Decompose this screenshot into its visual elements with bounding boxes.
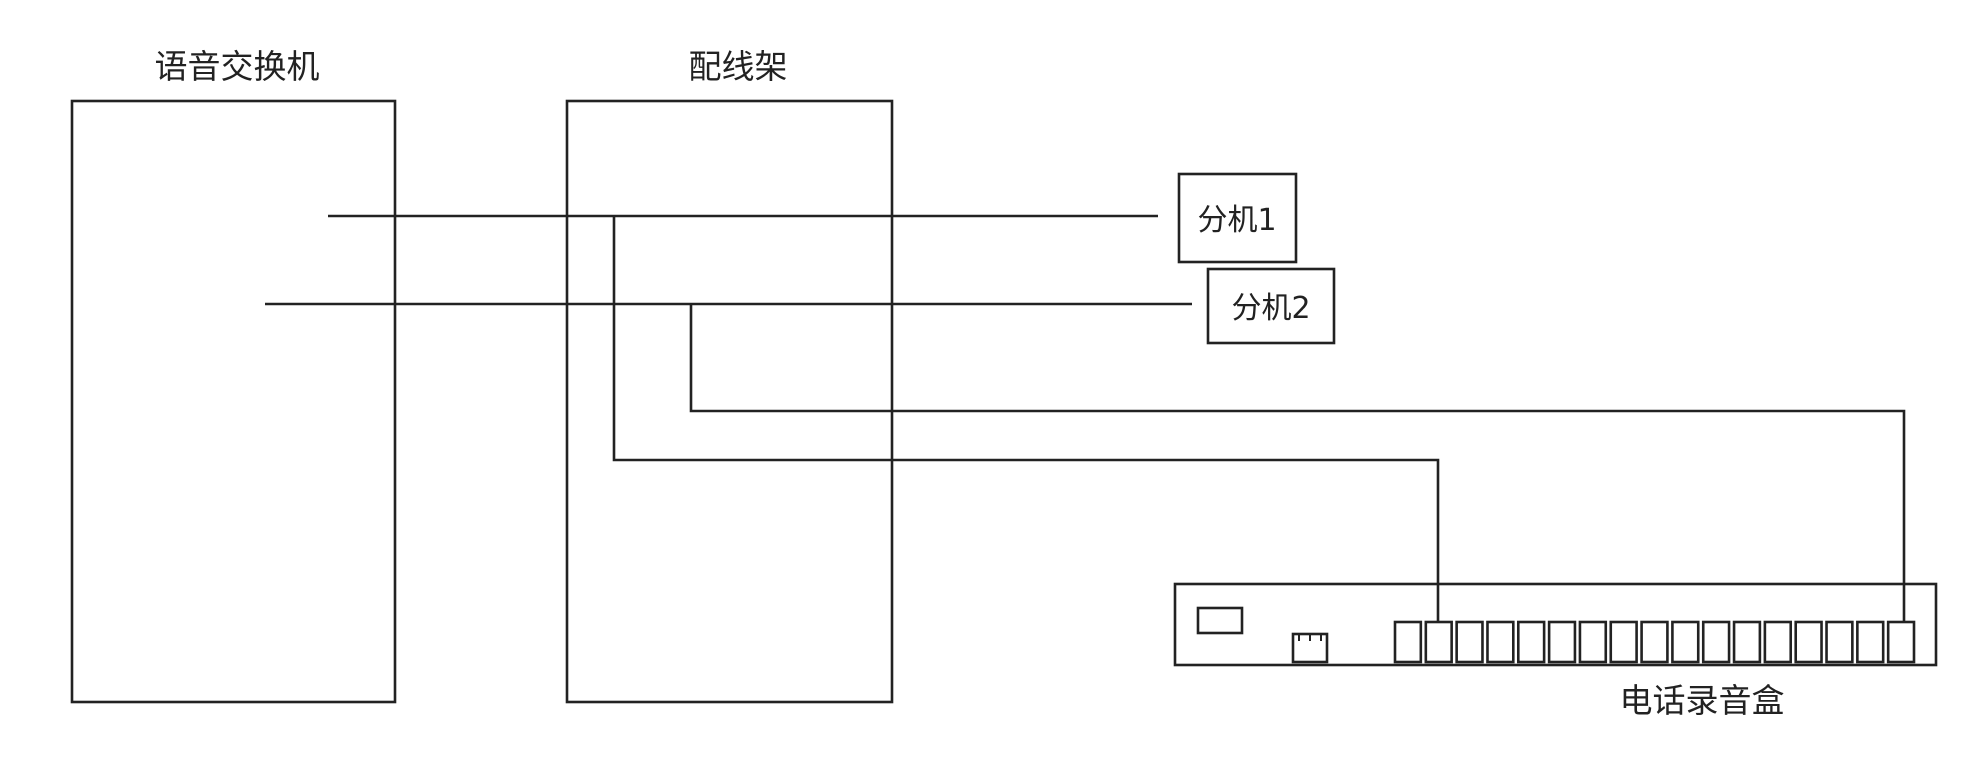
voice-switch-box [70,99,397,704]
recorder-port [1856,620,1885,664]
extension-1-label: 分机1 [1197,203,1276,238]
recorder-port [1640,620,1669,664]
recorder-port [1886,620,1916,664]
recorder-port [1578,620,1608,664]
recorder-port [1794,620,1823,664]
recorder-port [1825,620,1854,664]
recorder-port [1486,620,1515,664]
recorder-display [1196,606,1244,635]
extension-1-box [1177,172,1298,264]
recorder-port [1609,620,1638,664]
phone-recorder-box [1173,582,1938,667]
recorder-port [1516,620,1546,664]
phone-recorder-label: 电话录音盒 [1620,681,1785,720]
recorder-port [1671,620,1700,664]
recorder-port [1763,620,1793,664]
voice-switch-title: 语音交换机 [155,47,320,86]
recorder-port [1455,620,1484,664]
distribution-frame-box [565,99,894,704]
recorder-port [1701,620,1731,664]
rj45-port-icon [1291,632,1329,664]
extension-2-box [1206,267,1336,345]
recorder-ports [1393,620,1916,664]
tap-line-2 [689,304,1906,624]
recorder-port [1393,620,1423,664]
tap-line-1 [612,216,1440,624]
distribution-frame-title: 配线架 [689,47,788,86]
recorder-port [1732,620,1762,664]
extension-2-label: 分机2 [1231,291,1310,326]
recorder-port [1547,620,1577,664]
recorder-port [1424,620,1453,664]
